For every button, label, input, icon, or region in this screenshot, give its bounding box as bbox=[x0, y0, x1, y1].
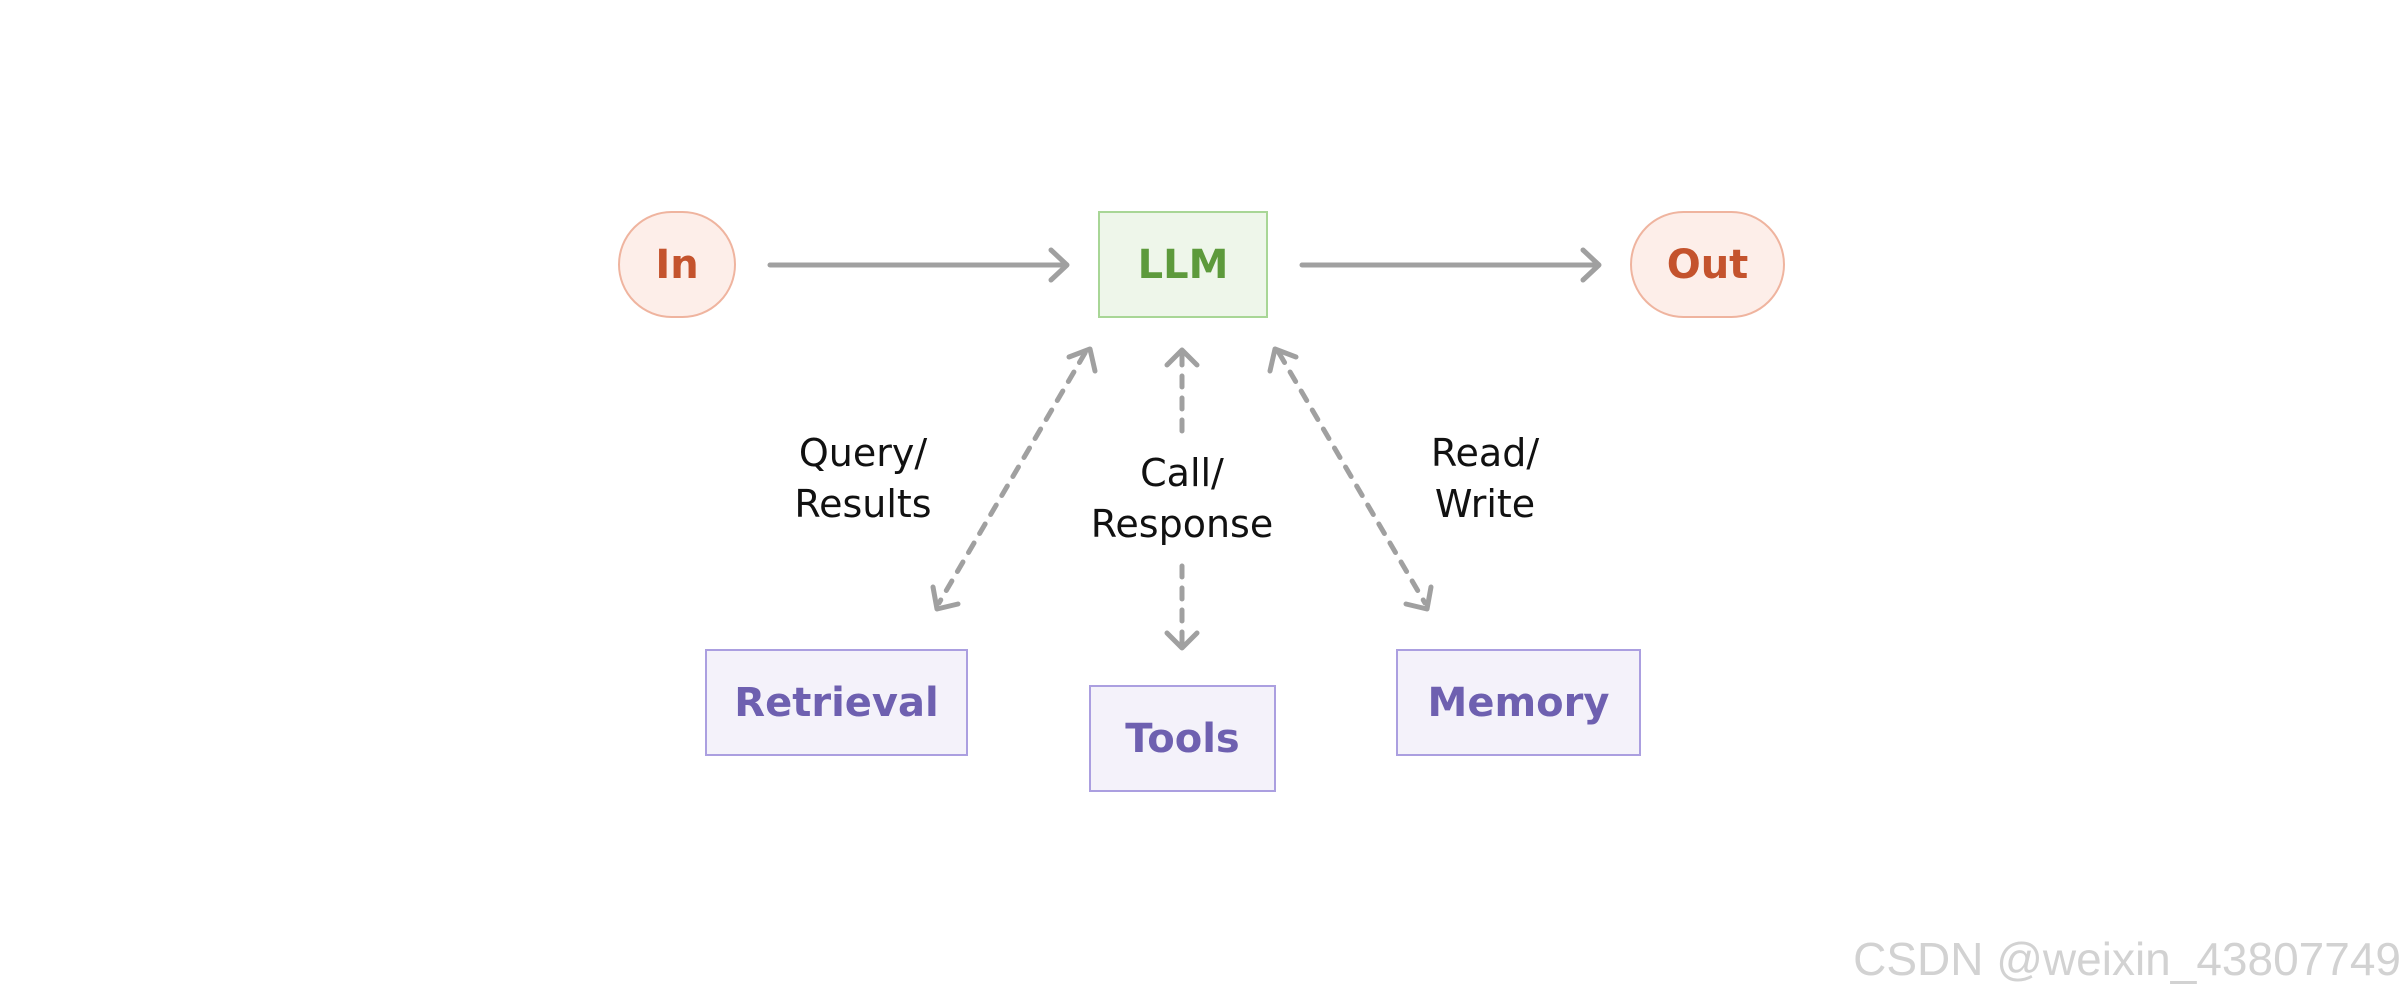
arrow-llm-tools bbox=[1164, 347, 1200, 651]
memory-edge-label-line-1: Read/ bbox=[1430, 431, 1540, 475]
memory-edge-label-line-2: Write bbox=[1434, 482, 1536, 526]
retrieval-edge-label-line-2: Results bbox=[794, 482, 932, 526]
output-node: Out bbox=[1630, 211, 1785, 318]
retrieval-edge-label-line-1: Query/ bbox=[798, 431, 928, 475]
tools-edge-label-line-1: Call/ bbox=[1140, 451, 1224, 495]
arrow-llm-retrieval bbox=[930, 346, 1098, 612]
tools-node: Tools bbox=[1089, 685, 1276, 792]
tools-edge-label-line-2: Response bbox=[1090, 502, 1274, 546]
watermark: CSDN @weixin_43807749 bbox=[1853, 933, 2401, 985]
llm-node-label: LLM bbox=[1137, 241, 1229, 288]
memory-node-label: Memory bbox=[1427, 679, 1610, 726]
arrow-in-to-llm bbox=[767, 247, 1070, 283]
arrow-llm-memory bbox=[1267, 346, 1434, 612]
output-node-label: Out bbox=[1666, 241, 1749, 288]
tools-node-label: Tools bbox=[1125, 715, 1240, 762]
retrieval-node-label: Retrieval bbox=[734, 679, 939, 726]
input-node-label: In bbox=[655, 241, 699, 288]
memory-node: Memory bbox=[1396, 649, 1641, 756]
retrieval-edge-label: Query/ Results bbox=[733, 428, 993, 530]
llm-node: LLM bbox=[1098, 211, 1268, 318]
memory-edge-label: Read/ Write bbox=[1355, 428, 1615, 530]
tools-edge-label: Call/ Response bbox=[1052, 448, 1312, 550]
retrieval-node: Retrieval bbox=[705, 649, 968, 756]
input-node: In bbox=[618, 211, 736, 318]
arrow-llm-to-out bbox=[1299, 247, 1602, 283]
